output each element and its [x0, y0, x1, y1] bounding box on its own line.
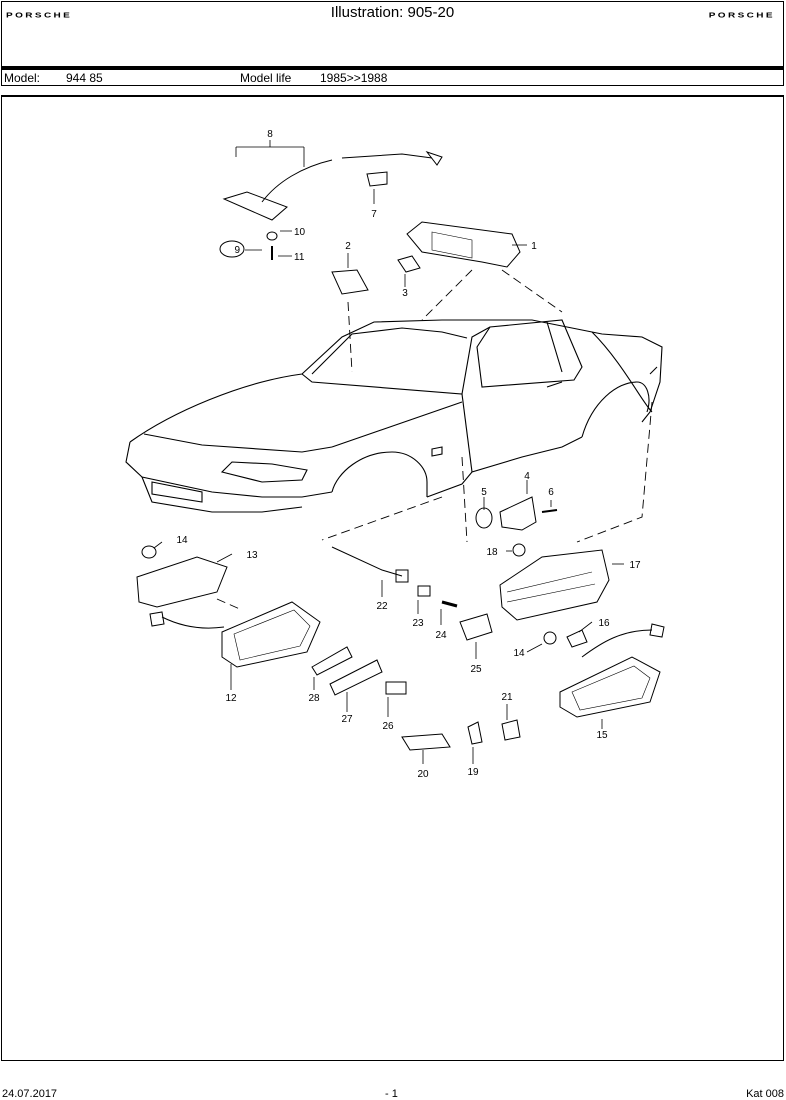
callout-12: 12	[225, 693, 237, 704]
callout-22: 22	[376, 601, 388, 612]
model-info-bar: Model: 944 85 Model life 1985>>1988	[1, 67, 784, 86]
callout-14-left: 14	[176, 535, 188, 546]
callout-16: 16	[598, 618, 610, 629]
callout-14-right: 14	[513, 648, 525, 659]
callout-10: 10	[294, 227, 306, 238]
footer-page: - 1	[385, 1088, 398, 1100]
car-body-drawing	[125, 319, 663, 513]
callout-27: 27	[341, 714, 353, 725]
callout-21: 21	[501, 692, 513, 703]
callout-6: 6	[548, 487, 554, 498]
callout-24: 24	[435, 630, 447, 641]
callout-11: 11	[294, 252, 305, 263]
callout-20: 20	[417, 769, 429, 780]
callout-19: 19	[467, 767, 479, 778]
diagram-frame: 8 7 1 2 3 9 10 11 4 5 6 18 14 13 12 22 2…	[1, 95, 784, 1061]
callout-leader-lines	[153, 140, 624, 764]
parts-illustration: 8 7 1 2 3 9 10 11 4 5 6 18 14 13 12 22 2…	[125, 129, 665, 780]
callout-18: 18	[486, 547, 498, 558]
page-title: Illustration: 905-20	[330, 4, 455, 21]
callout-13: 13	[246, 550, 258, 561]
callout-1: 1	[531, 241, 537, 252]
callout-7: 7	[371, 209, 377, 220]
model-life-label: Model life	[240, 71, 292, 85]
callout-23: 23	[412, 618, 424, 629]
callout-2: 2	[345, 241, 351, 252]
reference-dashed-lines	[216, 269, 653, 611]
callout-3: 3	[402, 288, 408, 299]
footer-date: 24.07.2017	[2, 1088, 58, 1100]
model-value: 944 85	[66, 71, 103, 85]
callout-25: 25	[470, 664, 482, 675]
part-shapes	[136, 151, 665, 751]
porsche-logo-right: PORSCHE	[708, 11, 775, 20]
footer-catalog: Kat 008	[746, 1088, 784, 1100]
model-label: Model:	[4, 71, 41, 85]
callout-17: 17	[629, 560, 641, 571]
callout-8: 8	[267, 129, 273, 140]
callout-15: 15	[596, 730, 608, 741]
callout-5: 5	[481, 487, 487, 498]
callout-9: 9	[234, 245, 240, 256]
callout-26: 26	[382, 721, 394, 732]
model-life-value: 1985>>1988	[320, 71, 388, 85]
callout-numbers: 8 7 1 2 3 9 10 11 4 5 6 18 14 13 12 22 2…	[176, 129, 641, 780]
porsche-logo-left: PORSCHE	[6, 11, 73, 20]
callout-28: 28	[308, 693, 320, 704]
header-box: PORSCHE Illustration: 905-20 PORSCHE	[1, 1, 784, 67]
callout-4: 4	[524, 471, 530, 482]
